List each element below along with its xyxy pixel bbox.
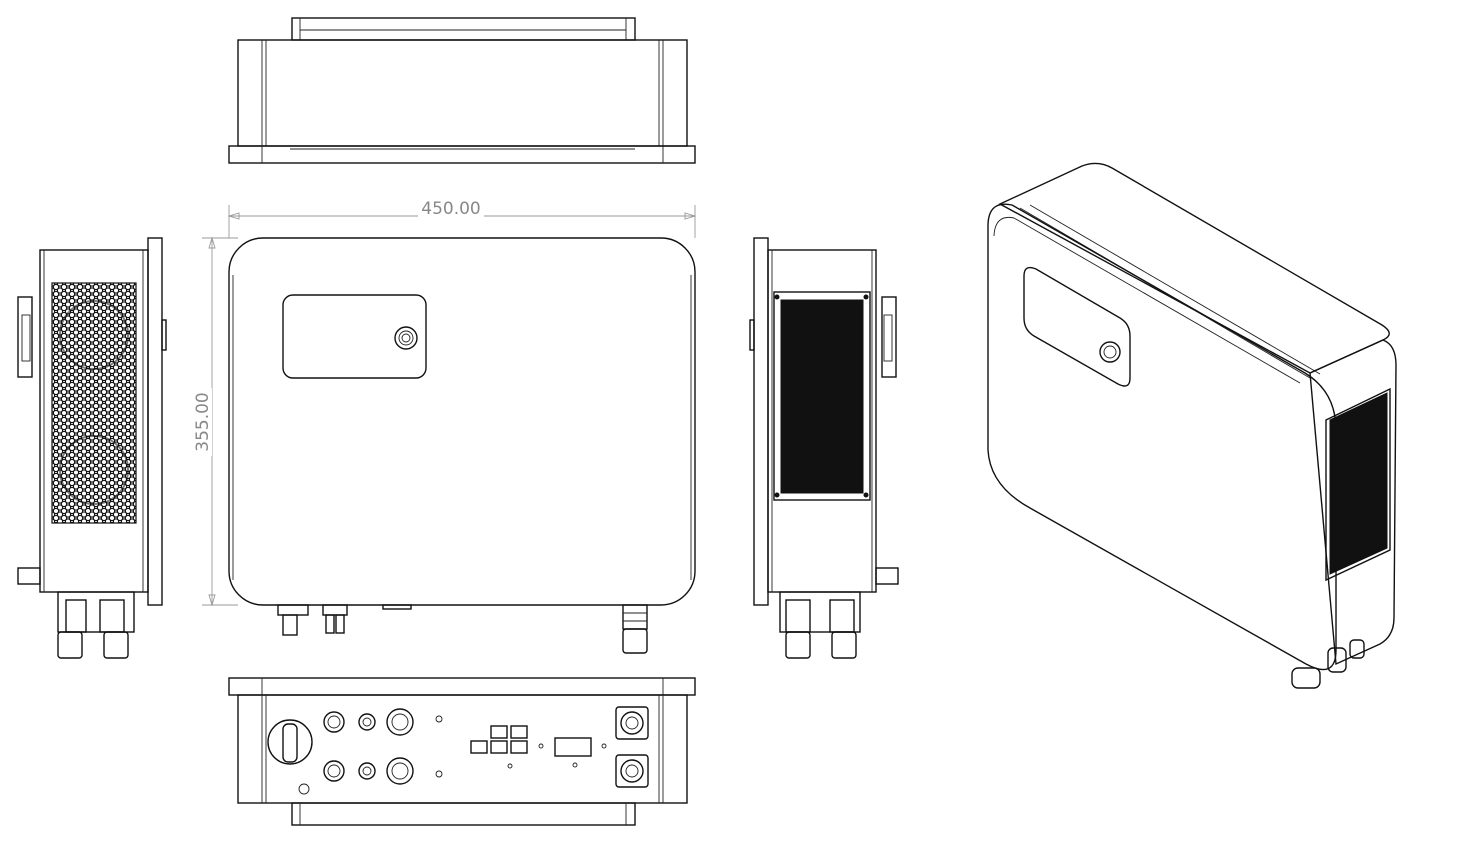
left-side-view — [17, 237, 167, 659]
dc-switch-icon — [267, 719, 313, 765]
bottom-view — [228, 677, 696, 826]
iso-vent-panel — [1329, 392, 1388, 575]
vent-panel — [780, 299, 864, 494]
dimension-height: 355.00 — [190, 236, 238, 607]
power-button-icon — [394, 326, 418, 350]
top-view — [228, 17, 696, 164]
left-connectors — [277, 604, 348, 636]
width-dimension-label: 450.00 — [421, 199, 480, 219]
fan-grille — [51, 282, 137, 524]
right-foot-connector — [622, 604, 648, 654]
dimension-width: 450.00 — [227, 198, 697, 238]
isometric-view — [987, 162, 1397, 689]
right-side-view — [749, 237, 899, 659]
left-bottom-connectors — [57, 591, 135, 659]
front-view — [228, 237, 696, 654]
display-window — [282, 294, 427, 379]
height-dimension-label: 355.00 — [193, 392, 213, 451]
right-bottom-connectors — [779, 591, 861, 659]
